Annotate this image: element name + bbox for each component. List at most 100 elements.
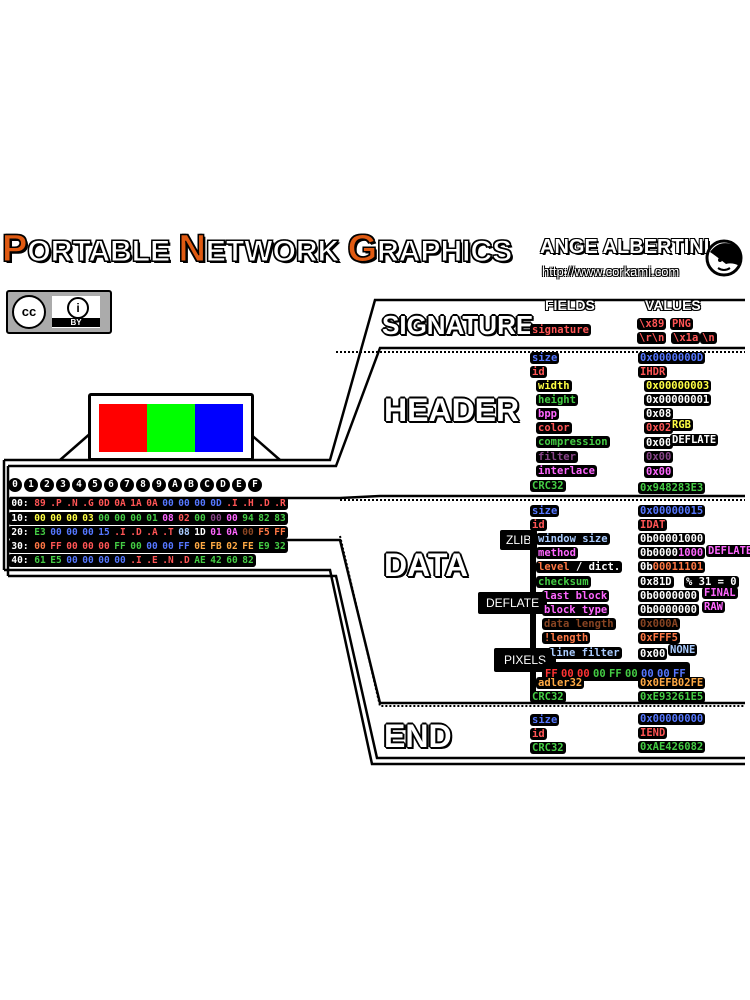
signature-field: signature [530,324,591,336]
ihdr-crc-label: CRC32 [530,480,566,492]
idat-id-value: IDAT [638,519,668,531]
hex-byte: 1D [194,527,206,538]
person-icon: i [67,297,89,319]
ihdr-interlace-value: 0x00 [644,466,674,478]
hex-byte: 00 [34,541,46,552]
hex-column-A: A [168,478,182,492]
ihdr-height-value: 0x00000001 [644,394,712,406]
pixel-byte: 00 [592,668,608,680]
ihdr-id-value: IHDR [638,366,668,378]
hex-column-4: 4 [72,478,86,492]
hex-byte: 00 [98,513,110,524]
hex-column-2: 2 [40,478,54,492]
section-signature: SIGNATURE [382,310,534,340]
hex-byte: 42 [210,555,222,566]
ihdr-bpp-value: 0x08 [644,408,674,420]
hex-byte: AE [194,555,206,566]
iend-size-label: size [530,714,560,726]
deflate-block-type-label: block type [542,604,610,616]
deflate-last-block-value: 0b0000000 [638,590,699,602]
hex-byte: 0A [114,498,126,509]
image-preview [88,393,254,461]
hex-byte: 00 [82,527,94,538]
hex-byte: .E [146,555,158,566]
idat-size-value: 0x00000015 [638,505,706,517]
cc-by-license-badge[interactable]: cc i BY [6,290,112,334]
author-url[interactable]: http://www.corkami.com [542,264,680,279]
zlib-bracket [530,532,536,700]
hex-byte: 00 [114,513,126,524]
by-label: BY [52,318,100,327]
by-attribution: i BY [52,296,100,328]
hex-byte: FB [210,541,222,552]
ihdr-height-label: height [536,394,578,406]
hex-byte: .D [258,498,270,509]
hex-byte: E5 [50,555,62,566]
sig-value-1a: \x1a [671,332,701,344]
page-title: PORTABLE NETWORK GRAPHICS [1,228,513,271]
hex-byte: 00 [98,555,110,566]
hex-byte: 01 [210,527,222,538]
zlib-window-size-value: 0b00001000 [638,533,706,545]
level-bits-a: 0b [640,561,653,573]
window-size-bits-b: 1000 [677,533,704,545]
ihdr-compression-note: DEFLATE [670,434,719,446]
hex-byte: 60 [226,555,238,566]
section-data: DATA [384,547,469,583]
ihdr-width-label: width [536,380,572,392]
hex-column-6: 6 [104,478,118,492]
hex-row-address: 30: [11,541,29,552]
deflate-block-type-value: 0b0000000 [638,604,699,616]
level-separator: / [575,561,583,573]
hex-byte: 82 [242,555,254,566]
hex-byte: 00 [82,555,94,566]
hex-byte: 0A [146,498,158,509]
title-word-etwork: ETWORK [205,235,348,269]
hex-byte: 83 [274,513,286,524]
hex-byte: 00 [226,513,238,524]
hex-byte: 00 [66,555,78,566]
level-bits-b: 00011101 [652,561,704,573]
hex-byte: 00 [130,513,142,524]
ihdr-size-label: size [530,352,560,364]
hex-byte: 01 [146,513,158,524]
hex-byte: 15 [98,527,110,538]
title-word-raphics: RAPHICS [377,235,513,269]
hex-byte: .H [242,498,254,509]
hex-byte: 00 [50,527,62,538]
hex-byte: 00 [50,513,62,524]
hex-column-F: F [248,478,262,492]
idat-id-label: id [530,519,547,531]
hex-byte: 82 [258,513,270,524]
hex-byte: .N [162,555,174,566]
title-word-ortable: ORTABLE [27,235,179,269]
idat-crc-label: CRC32 [530,691,566,703]
hex-byte: 00 [210,513,222,524]
hex-byte: 0A [226,527,238,538]
hex-byte: 94 [242,513,254,524]
hex-byte: 00 [162,541,174,552]
iend-id-value: IEND [638,727,668,739]
hex-column-0: 0 [8,478,22,492]
cc-icon: cc [12,295,46,329]
title-letter-g: G [347,228,378,271]
hex-byte: 00 [82,541,94,552]
ihdr-id-label: id [530,366,547,378]
window-size-bits-a: 0b0000 [640,533,678,545]
hex-byte: 00 [114,555,126,566]
hex-row-address: 40: [11,555,29,566]
pixel-byte: FF [608,668,624,680]
deflate-nlength-value: 0xFFF5 [638,632,680,644]
hex-byte: 0D [210,498,222,509]
hex-byte: 00 [66,527,78,538]
deflate-last-block-note: FINAL [702,587,738,599]
zlib-method-label: method [536,547,578,559]
hex-byte: 02 [226,541,238,552]
adler32-value: 0x0EFB02FE [638,677,706,689]
section-header: HEADER [384,392,520,428]
idat-crc-value: 0xE93261E5 [638,691,706,703]
